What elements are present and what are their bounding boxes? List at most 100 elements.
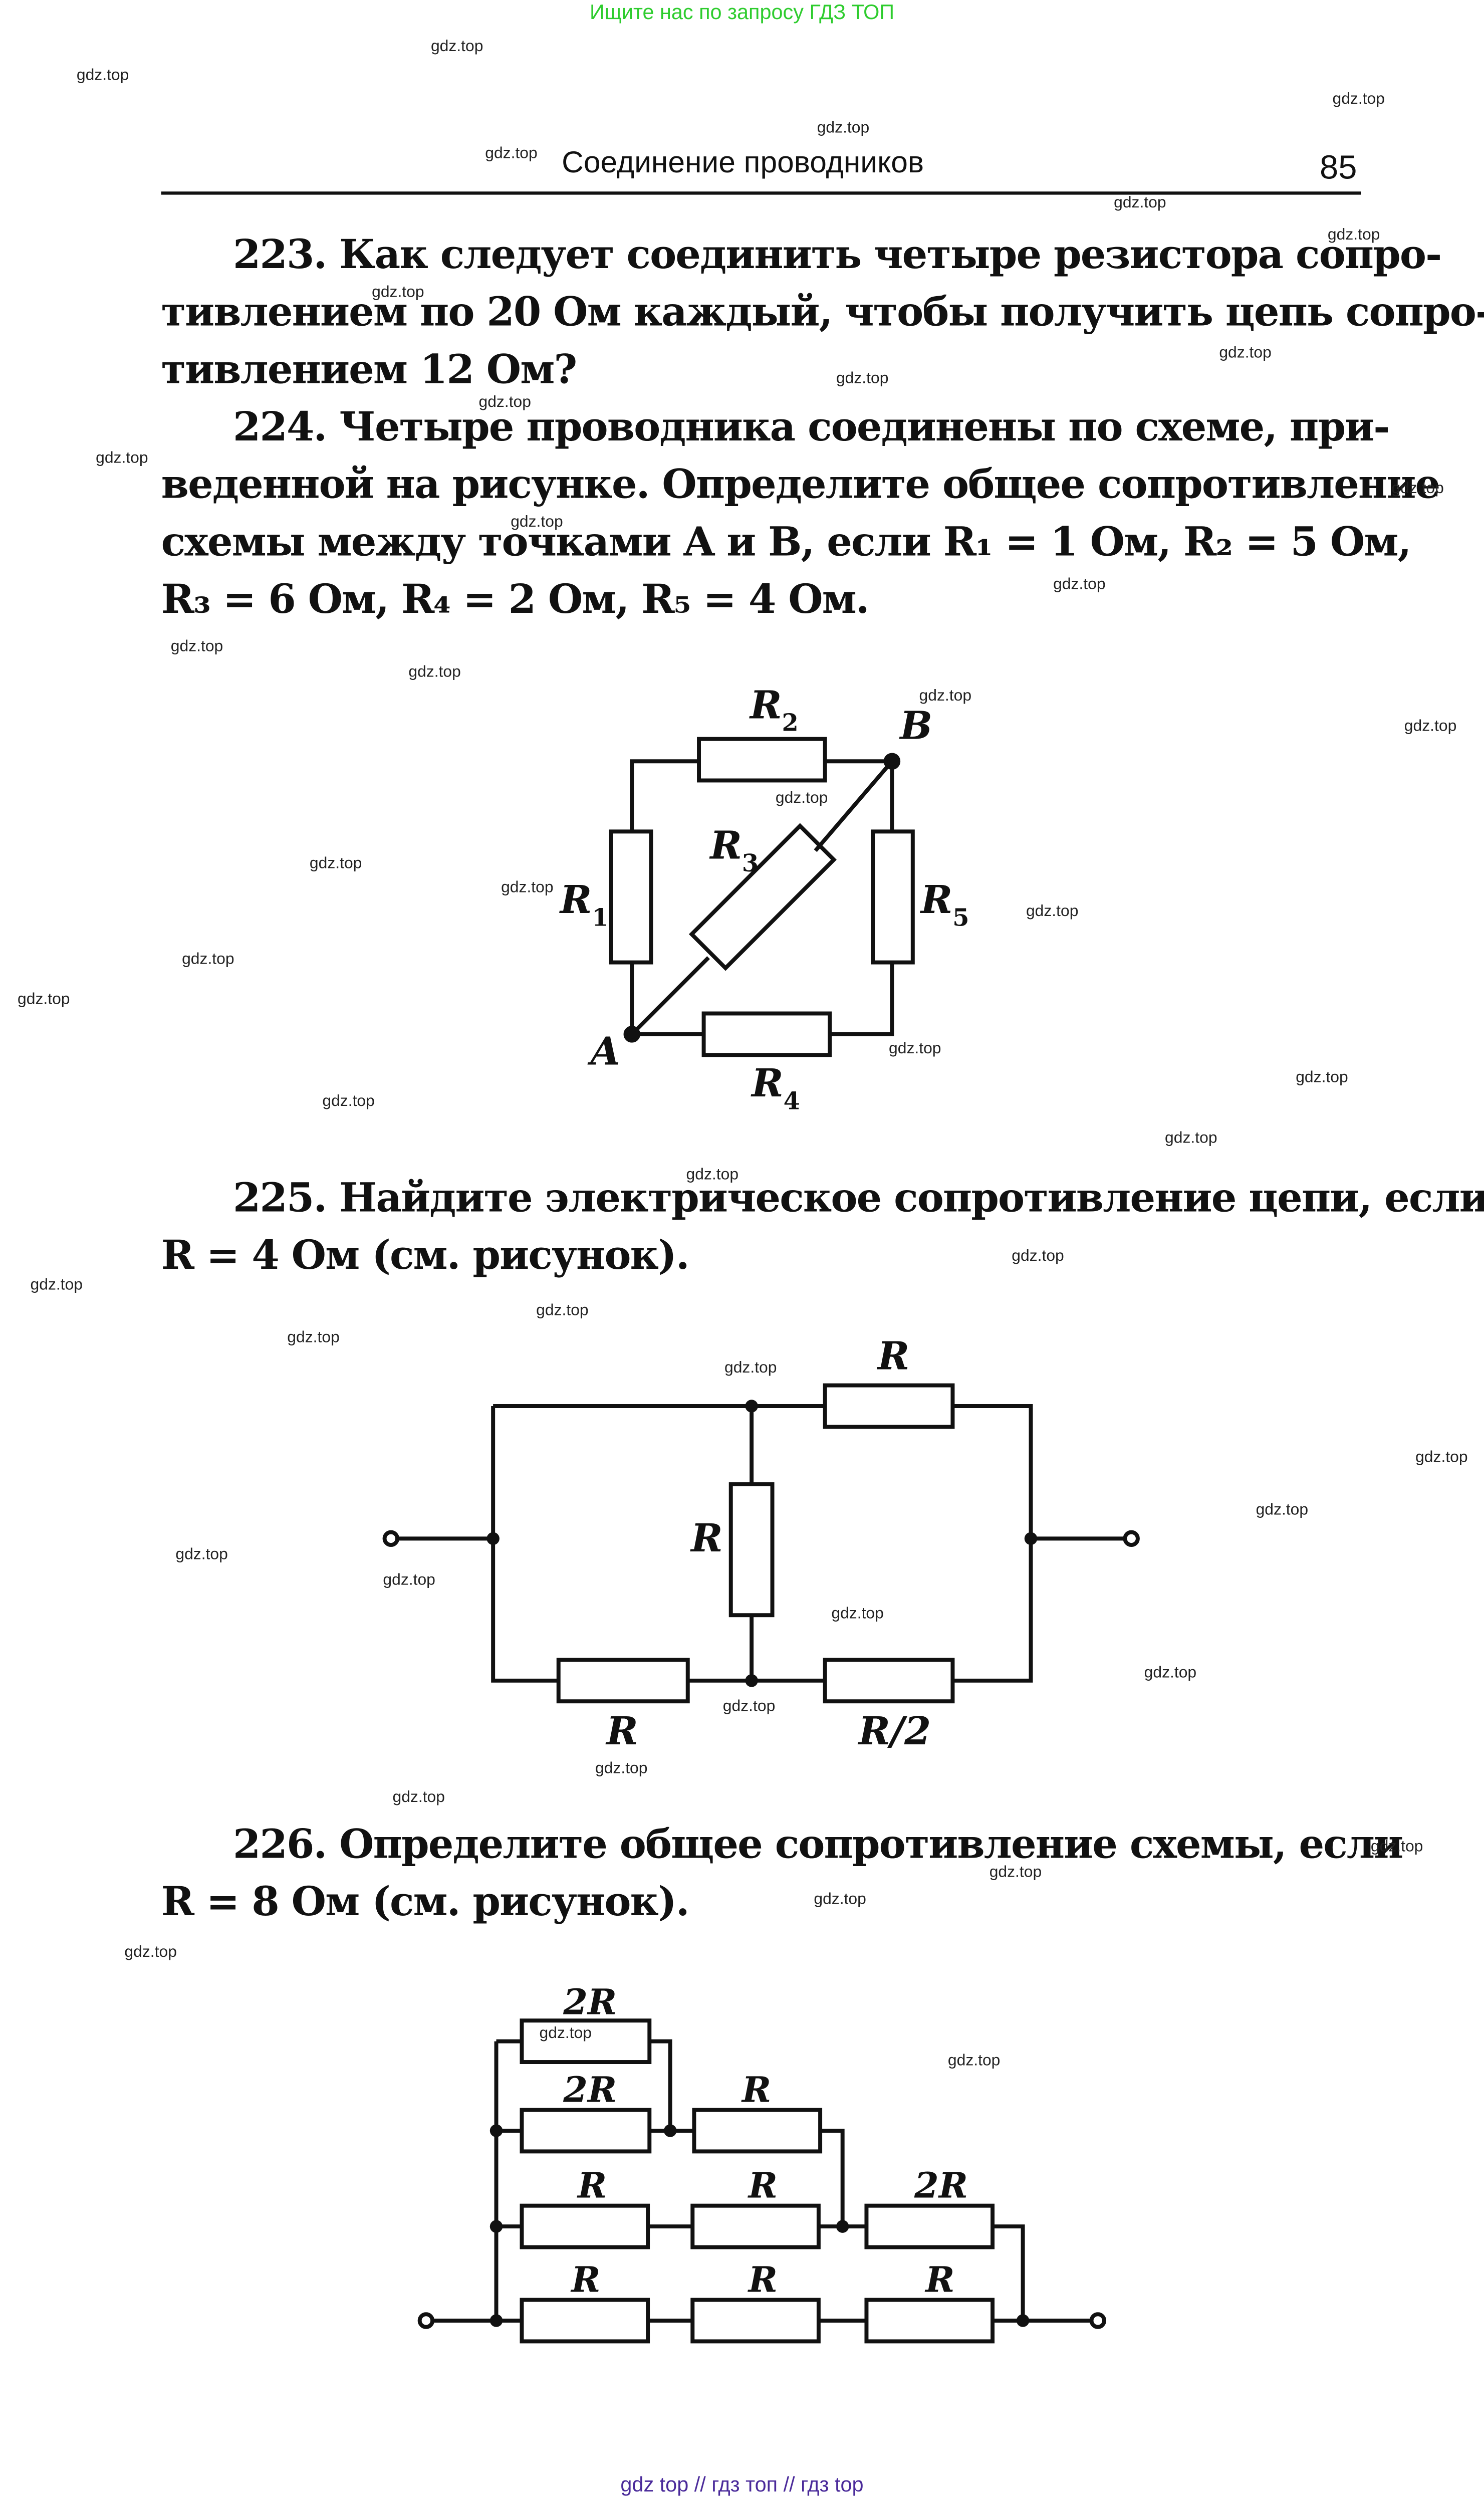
label: 2R xyxy=(563,1981,617,2022)
watermark: gdz.top xyxy=(724,1359,777,1378)
problem-text: Как следует соединить четыре резистора с… xyxy=(339,231,1442,278)
watermark: gdz.top xyxy=(1391,480,1444,498)
node xyxy=(489,2314,503,2327)
label: 2R xyxy=(914,2165,968,2206)
watermark: gdz.top xyxy=(485,145,538,163)
watermark: gdz.top xyxy=(1296,1069,1348,1087)
label-middle: R xyxy=(690,1516,723,1561)
watermark: gdz.top xyxy=(501,879,554,897)
problem-number: 224. xyxy=(233,403,327,450)
running-head: Соединение проводников xyxy=(562,147,924,180)
node xyxy=(836,2220,849,2233)
watermark: gdz.top xyxy=(408,663,461,682)
watermark: gdz.top xyxy=(124,1944,177,1962)
watermark: gdz.top xyxy=(170,638,223,656)
problem-223-line: тивлением 12 Ом? xyxy=(161,346,577,393)
node xyxy=(745,1674,758,1687)
problem-number: 226. xyxy=(233,1821,327,1868)
node xyxy=(489,2124,503,2137)
watermark: gdz.top xyxy=(1327,226,1380,245)
watermark: gdz.top xyxy=(1165,1129,1217,1148)
watermark: gdz.top xyxy=(322,1093,375,1111)
label-r2: R2 xyxy=(749,683,799,737)
resistor-r4 xyxy=(701,1011,832,1057)
watermark: gdz.top xyxy=(430,38,483,56)
node xyxy=(486,1532,500,1545)
resistor-r1 xyxy=(609,829,653,965)
watermark: gdz.top xyxy=(372,284,424,302)
watermark: gdz.top xyxy=(76,67,129,85)
problem-226-line: R = 8 Ом (см. рисунок). xyxy=(161,1878,690,1925)
problem-223-line: тивлением по 20 Ом каждый, чтобы получит… xyxy=(161,289,1484,335)
label-top: R xyxy=(877,1334,910,1379)
page-number: 85 xyxy=(1319,150,1357,187)
resistor xyxy=(520,2108,652,2154)
problem-text: Определите общее сопротивление схемы, ес… xyxy=(339,1821,1403,1868)
resistor xyxy=(692,2108,823,2154)
node-a xyxy=(623,1026,640,1043)
problem-number: 225. xyxy=(233,1175,327,1221)
watermark: gdz.top xyxy=(30,1277,83,1295)
footer-links[interactable]: gdz top // гдз топ // гдз top xyxy=(620,2472,864,2496)
watermark: gdz.top xyxy=(96,450,148,468)
watermark: gdz.top xyxy=(1026,903,1079,921)
node-b xyxy=(883,753,901,770)
resistor xyxy=(520,2203,650,2249)
watermark: gdz.top xyxy=(817,119,870,137)
problem-number: 223. xyxy=(233,231,327,278)
watermark: gdz.top xyxy=(182,951,234,969)
terminal xyxy=(417,2312,435,2329)
resistor-middle xyxy=(728,1482,775,1618)
watermark: gdz.top xyxy=(947,2052,1001,2070)
resistor-r3 xyxy=(688,823,837,971)
label-r4: R4 xyxy=(751,1061,800,1115)
label: R xyxy=(741,2069,771,2111)
terminal xyxy=(382,1530,400,1547)
label-a: A xyxy=(587,1029,620,1074)
resistor xyxy=(520,2298,650,2344)
watermark: gdz.top xyxy=(383,1572,435,1590)
header-rule xyxy=(161,191,1361,195)
node xyxy=(1016,2314,1030,2327)
wire-diagonal xyxy=(630,760,894,1036)
resistor xyxy=(690,2298,821,2344)
problem-224-line: R₃ = 6 Ом, R₄ = 2 Ом, R₅ = 4 Ом. xyxy=(161,576,870,623)
watermark: gdz.top xyxy=(1114,194,1166,212)
resistor-bottom-right xyxy=(823,1658,955,1704)
label: R xyxy=(924,2259,954,2301)
resistor xyxy=(690,2203,821,2249)
problem-text: Найдите электрическое сопротивление цепи… xyxy=(339,1175,1484,1221)
watermark: gdz.top xyxy=(1332,91,1385,109)
watermark: gdz.top xyxy=(175,1546,228,1564)
problem-226-line: 226. Определите общее сопротивление схем… xyxy=(161,1821,1403,1868)
resistor-bottom-left xyxy=(556,1658,690,1704)
label-bottom-left: R xyxy=(605,1709,638,1754)
watermark: gdz.top xyxy=(919,688,972,706)
problem-224-line: схемы между точками A и B, если R₁ = 1 О… xyxy=(161,519,1412,565)
problem-text: Четыре проводника соединены по схеме, пр… xyxy=(339,403,1390,450)
watermark: gdz.top xyxy=(775,790,828,808)
label: R xyxy=(577,2165,607,2206)
label: R xyxy=(570,2259,600,2301)
label-r5: R5 xyxy=(920,877,969,932)
label: R xyxy=(748,2259,778,2301)
node xyxy=(1024,1532,1038,1545)
watermark: gdz.top xyxy=(18,991,70,1009)
search-banner[interactable]: Ищите нас по запросу ГДЗ ТОП xyxy=(590,0,895,24)
terminal xyxy=(1089,2312,1107,2329)
watermark: gdz.top xyxy=(889,1040,941,1058)
watermark: gdz.top xyxy=(989,1864,1042,1882)
resistor-r5 xyxy=(871,829,915,965)
watermark: gdz.top xyxy=(539,2025,592,2043)
watermark: gdz.top xyxy=(814,1891,866,1909)
watermark: gdz.top xyxy=(595,1760,648,1778)
resistor xyxy=(864,2203,995,2249)
watermark: gdz.top xyxy=(1053,576,1106,594)
problem-225-line: R = 4 Ом (см. рисунок). xyxy=(161,1232,690,1279)
watermark: gdz.top xyxy=(1404,718,1457,736)
problem-225-line: 225. Найдите электрическое сопротивление… xyxy=(161,1175,1484,1221)
